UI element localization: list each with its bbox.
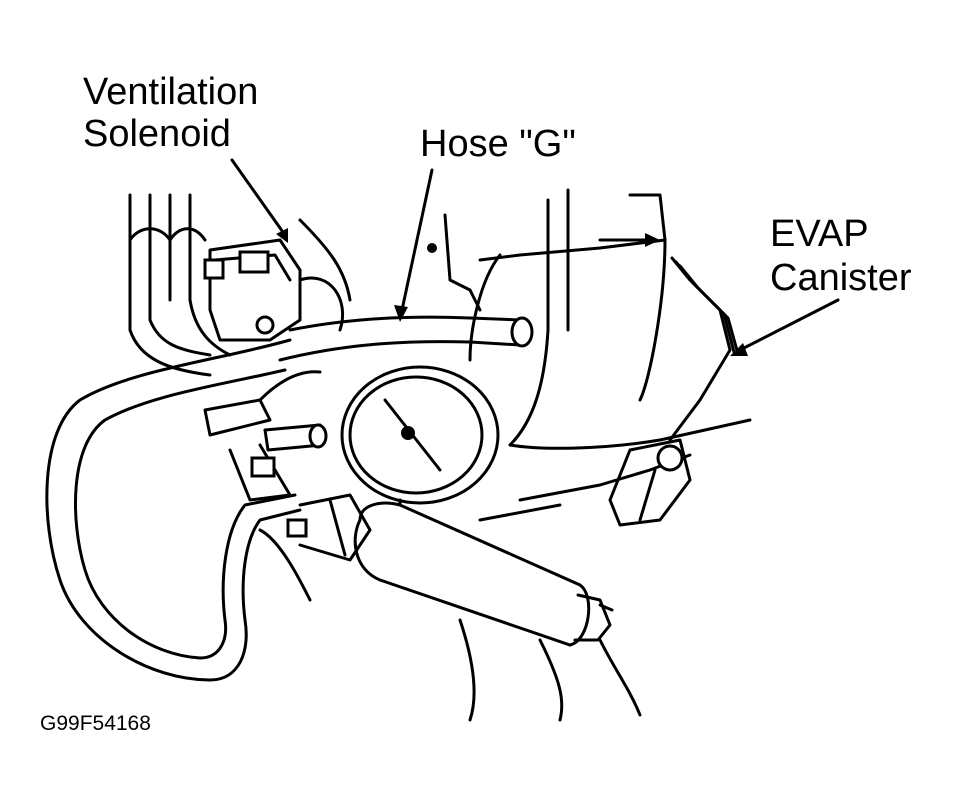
upper-hoses — [128, 193, 232, 377]
ventilation-solenoid — [203, 238, 345, 342]
canister-bracket — [608, 438, 692, 527]
leader-arrows — [230, 158, 840, 356]
ventilation-solenoid-label-line1: Ventilation — [83, 71, 259, 113]
vacuum-gauge-icon — [340, 365, 500, 517]
hand-vacuum-pump-icon — [258, 493, 642, 722]
hose-g — [278, 315, 534, 362]
figure-code: G99F54168 — [40, 712, 151, 735]
evap-canister-label-line2: Canister — [770, 257, 912, 299]
vacuum-hose-loop — [45, 338, 302, 682]
evap-canister-label-line1: EVAP — [770, 213, 869, 255]
hose-tee-fitting — [203, 370, 328, 502]
hose-g-label: Hose "G" — [420, 123, 576, 165]
engine-body-outline — [298, 188, 752, 522]
ventilation-solenoid-label-line2: Solenoid — [83, 113, 231, 155]
